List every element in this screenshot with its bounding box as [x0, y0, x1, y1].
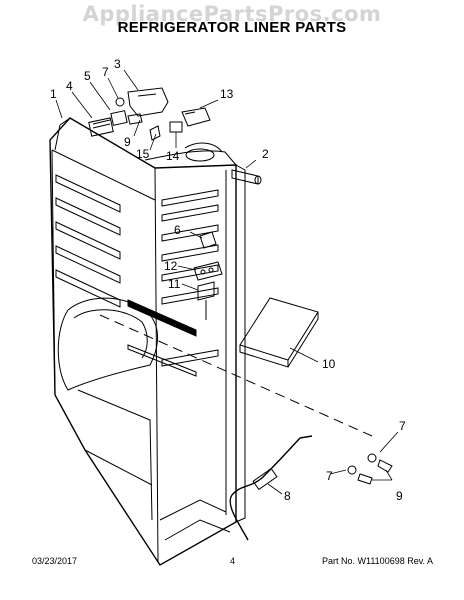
leader-lines — [55, 69, 399, 495]
callout-8: 8 — [284, 489, 291, 503]
part-7-grommet-upper — [367, 453, 377, 463]
part-8-drain-tube — [229, 435, 313, 541]
callout-12: 12 — [164, 259, 178, 273]
part-9-bulb — [127, 113, 143, 125]
callout-3: 3 — [114, 57, 121, 71]
footer-part-number: Part No. W11100698 Rev. A — [322, 556, 434, 566]
part-5-socket — [110, 110, 128, 126]
part-13-housing — [181, 107, 211, 127]
part-9-fastener-upper — [377, 459, 393, 473]
callout-7-upper-right: 7 — [399, 419, 406, 433]
callout-1: 1 — [50, 87, 57, 101]
alignment-line — [99, 314, 373, 437]
callout-9-right: 9 — [396, 489, 403, 503]
part-7-grommet-lower — [347, 465, 357, 475]
footer-page-number: 4 — [230, 556, 236, 566]
part-3-bracket — [127, 87, 169, 117]
part-11-sensor — [197, 281, 215, 301]
part-2-cylinder — [231, 169, 262, 185]
callout-11: 11 — [168, 277, 181, 291]
callout-6: 6 — [174, 223, 181, 237]
part-14-clip — [169, 121, 183, 133]
part-9-fastener-lower — [357, 473, 373, 485]
callout-7-lower-right: 7 — [326, 469, 333, 483]
callout-10: 10 — [322, 357, 336, 371]
callout-13: 13 — [220, 87, 234, 101]
callout-14: 14 — [166, 149, 180, 163]
part-4-lamp-socket — [88, 117, 114, 137]
callout-7-top: 7 — [102, 65, 109, 79]
callout-4: 4 — [66, 79, 73, 93]
callout-15: 15 — [136, 147, 150, 161]
watermark: AppliancePartsPros.com — [82, 2, 382, 26]
footer-date: 03/23/2017 — [32, 556, 78, 566]
part-10-panel — [239, 297, 319, 368]
part-7-grommet — [115, 97, 125, 107]
part-15-shield — [149, 125, 161, 141]
callout-9-top: 9 — [124, 135, 131, 149]
part-6-cap — [199, 231, 217, 249]
refrigerator-liner — [49, 117, 246, 566]
callout-labels: 1 2 3 4 5 6 7 7 7 8 9 9 10 11 12 13 14 1… — [50, 57, 406, 503]
callout-5: 5 — [84, 69, 91, 83]
callout-2: 2 — [262, 147, 269, 161]
part-12-control — [193, 261, 223, 281]
page-title: REFRIGERATOR LINER PARTS — [117, 19, 347, 36]
